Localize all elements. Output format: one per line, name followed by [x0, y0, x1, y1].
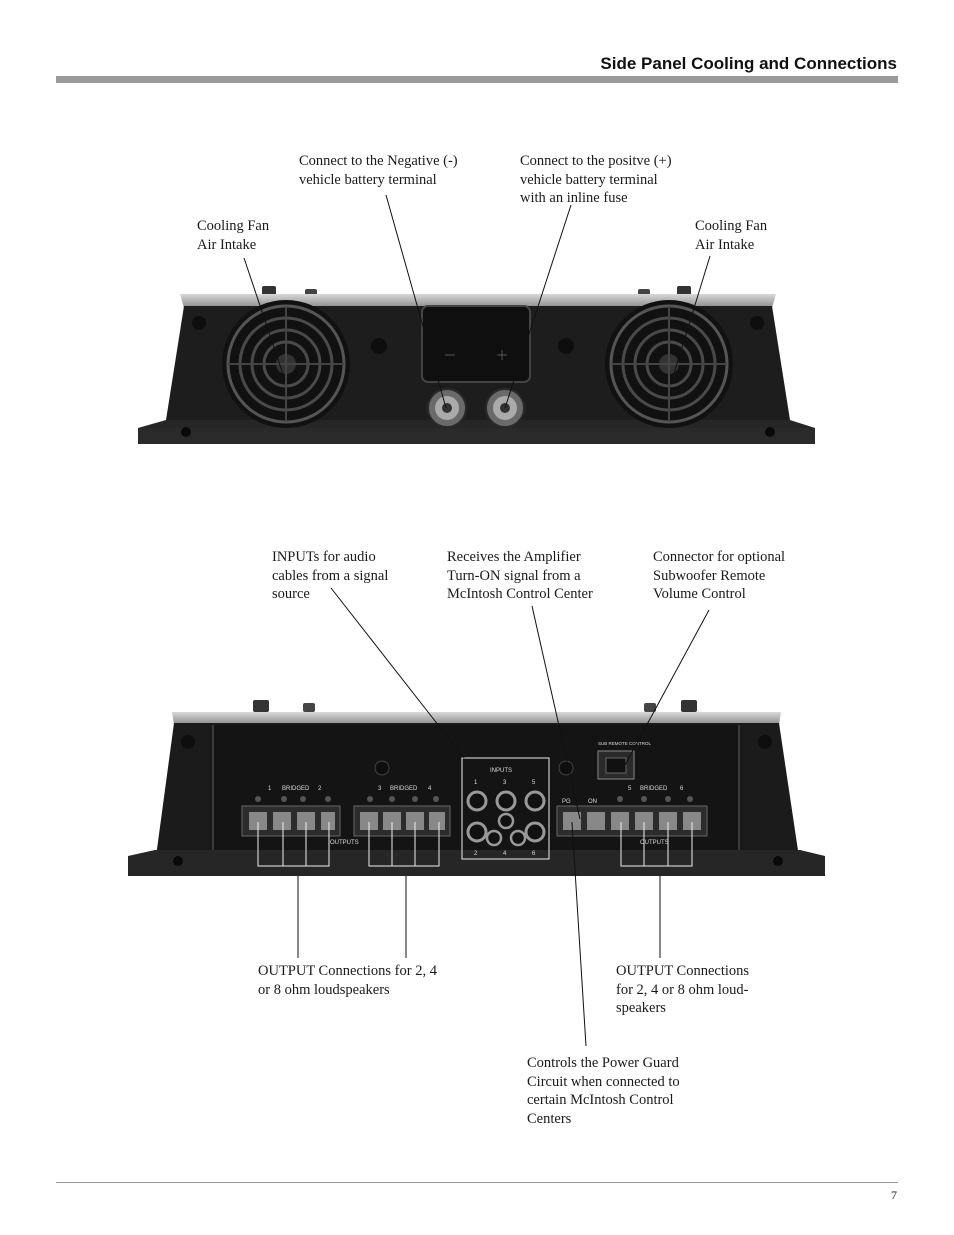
input-num-5: 5 [532, 780, 536, 786]
caption-line: speakers [616, 1000, 666, 1016]
caption-line: Air Intake [695, 236, 755, 253]
caption-line: Connector for optional [653, 549, 786, 565]
caption-line: Connect to the Negative (-) [299, 153, 458, 169]
caption-line: vehicle battery terminal [520, 171, 658, 188]
caption-line: source [272, 586, 310, 602]
input-num-1: 1 [474, 780, 478, 786]
caption-line: Connect to the positve (+) [520, 153, 672, 169]
caption-line: Cooling Fan [197, 218, 270, 234]
ch-4-label: 4 [428, 786, 432, 792]
inputs-label: INPUTS [490, 768, 512, 774]
bottom-amplifier: INPUTS 1 3 5 2 4 6 OUTPUTS OUTPUTS BRIDG… [128, 700, 825, 876]
bridged-label-1: BRIDGED [282, 786, 310, 792]
caption-line: Subwoofer Remote [653, 567, 766, 584]
caption-inputs: INPUTs for audio cables from a signal so… [272, 548, 388, 604]
input-num-4: 4 [503, 851, 507, 857]
bridged-label-2: BRIDGED [390, 786, 418, 792]
pg-label: PG [562, 799, 571, 805]
footer-rule [56, 1182, 898, 1183]
caption-line: vehicle battery terminal [299, 171, 437, 188]
caption-turn-on: Receives the Amplifier Turn-ON signal fr… [447, 548, 593, 604]
bottom-leader-lines [330, 587, 710, 1047]
cooling-fan-left-icon [222, 300, 350, 428]
outputs-label-left: OUTPUTS [330, 840, 359, 846]
rca-inputs [461, 757, 550, 860]
caption-outputs-right: OUTPUT Connections for 2, 4 or 8 ohm lou… [616, 962, 749, 1018]
caption-outputs-left: OUTPUT Connections for 2, 4 or 8 ohm lou… [258, 962, 437, 999]
sub-remote-jack-icon [597, 750, 635, 780]
bridged-label-3: BRIDGED [640, 786, 668, 792]
ch-6-label: 6 [680, 786, 684, 792]
input-num-3: 3 [503, 780, 507, 786]
caption-fan-left: Cooling Fan Air Intake [197, 217, 269, 254]
page-number: 7 [891, 1188, 897, 1202]
ch-5-label: 5 [628, 786, 632, 792]
bottom-output-brackets [257, 822, 693, 867]
output-block-left [241, 796, 341, 837]
caption-line: Cooling Fan [695, 218, 768, 234]
caption-positive-terminal: Connect to the positve (+) vehicle batte… [520, 152, 672, 208]
on-label: ON [588, 799, 597, 805]
caption-line: for 2, 4 or 8 ohm loud- [616, 981, 749, 998]
output-block-right [556, 796, 708, 837]
caption-fan-right: Cooling Fan Air Intake [695, 217, 767, 254]
sub-remote-label: SUB REMOTE CONTROL [598, 741, 652, 746]
header-rule [56, 76, 898, 83]
page-title: Side Panel Cooling and Connections [600, 54, 897, 73]
input-num-2: 2 [474, 851, 478, 857]
caption-line: OUTPUT Connections for 2, 4 [258, 963, 437, 979]
caption-sub-remote: Connector for optional Subwoofer Remote … [653, 548, 785, 604]
top-amplifier [138, 286, 815, 444]
caption-line: INPUTs for audio [272, 549, 376, 565]
caption-line: Turn-ON signal from a [447, 567, 581, 584]
caption-line: Volume Control [653, 586, 746, 602]
caption-line: Receives the Amplifier [447, 549, 581, 565]
input-num-6: 6 [532, 851, 536, 857]
ch-3-label: 3 [378, 786, 382, 792]
caption-line: cables from a signal [272, 567, 389, 584]
ch-1-label: 1 [268, 786, 272, 792]
outputs-label-right: OUTPUTS [640, 840, 669, 846]
caption-line: certain McIntosh Control [527, 1092, 674, 1108]
caption-line: Controls the Power Guard [527, 1055, 679, 1071]
caption-power-guard: Controls the Power Guard Circuit when co… [527, 1054, 680, 1128]
caption-line: or 8 ohm loudspeakers [258, 981, 390, 998]
caption-line: Air Intake [197, 236, 257, 253]
ch-2-label: 2 [318, 786, 322, 792]
output-block-middle [353, 796, 451, 837]
top-leader-lines [243, 194, 711, 409]
negative-terminal-icon [427, 388, 467, 428]
caption-negative-terminal: Connect to the Negative (-) vehicle batt… [299, 152, 458, 189]
caption-line: Centers [527, 1110, 572, 1127]
caption-line: OUTPUT Connections [616, 963, 750, 979]
caption-line: with an inline fuse [520, 190, 628, 206]
bottom-output-leaders [297, 876, 661, 958]
cooling-fan-right-icon [605, 300, 733, 428]
caption-line: Circuit when connected to [527, 1073, 680, 1090]
caption-line: McIntosh Control Center [447, 586, 593, 602]
